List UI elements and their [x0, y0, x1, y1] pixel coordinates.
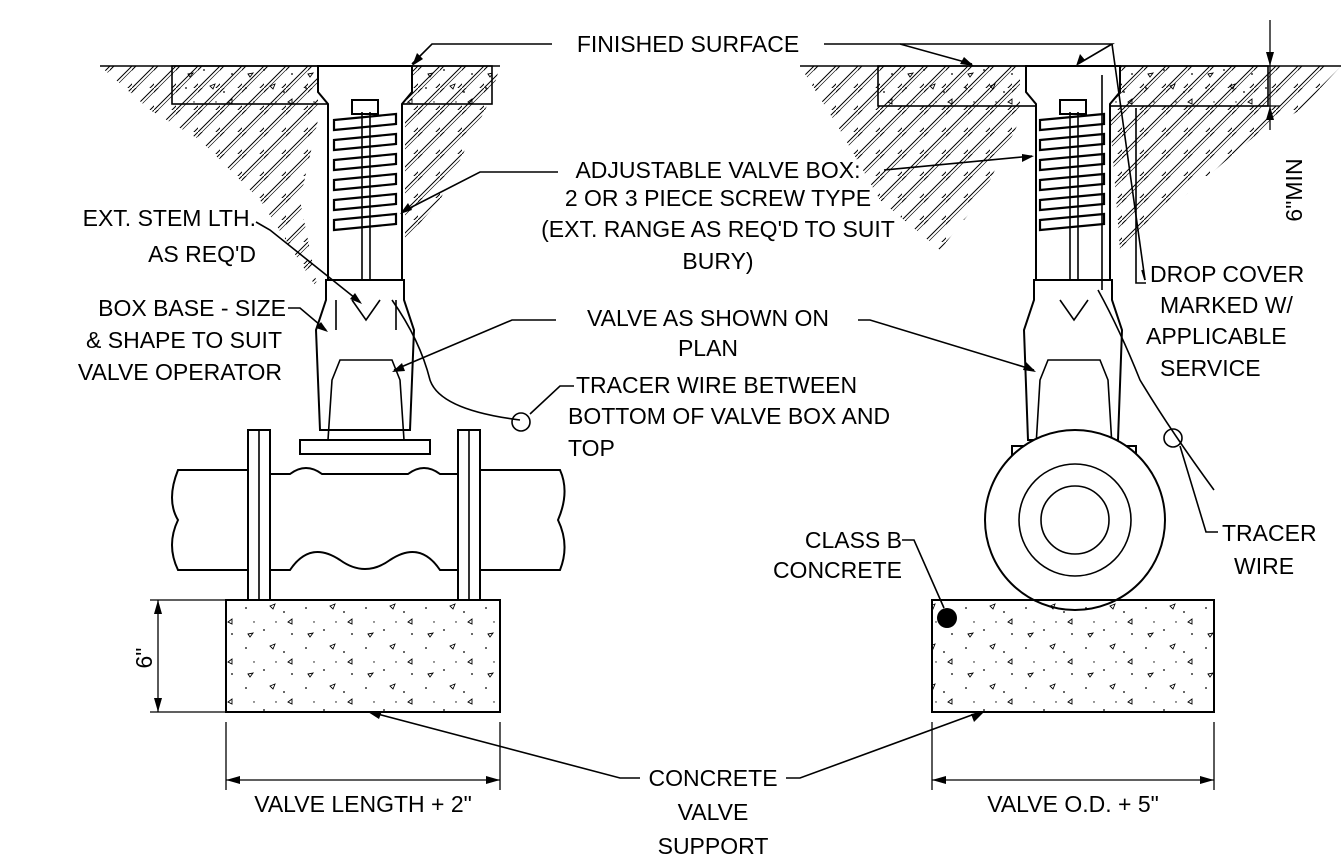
drop-cover-label-1: DROP COVER: [1150, 261, 1304, 287]
finished-surface-label: FINISHED SURFACE: [577, 31, 799, 57]
six-min-dimension-label: 6"MIN: [1281, 158, 1307, 221]
right-pipe-inner: [1040, 485, 1110, 555]
box-base-label-1: BOX BASE - SIZE: [98, 295, 286, 321]
right-tracer-wire: [1097, 289, 1215, 491]
box-base-label-3: VALVE OPERATOR: [78, 359, 282, 385]
valve-as-shown-label-1: VALVE AS SHOWN ON: [587, 305, 829, 331]
left-tracer-wire-callout: [511, 412, 531, 432]
left-soil-hatch: [100, 66, 318, 290]
drop-cover-label-2: MARKED W/: [1160, 292, 1294, 318]
left-valve-body: [229, 467, 501, 571]
left-valve-operator-flange: [299, 439, 431, 455]
right-screw-threads: [1038, 112, 1106, 232]
class-b-concrete-label-1: CLASS B: [805, 527, 902, 553]
labels: FINISHED SURFACE ADJUSTABLE VALVE BOX: 2…: [78, 31, 1317, 859]
tracer-between-label-3: TOP: [568, 435, 615, 461]
left-box-base: [314, 279, 416, 431]
box-base-label-2: & SHAPE TO SUIT: [86, 327, 282, 353]
left-screw-threads: [332, 112, 398, 232]
tracer-wire-label-1: TRACER: [1222, 520, 1317, 546]
right-soil-hatch-right: [1110, 66, 1341, 250]
valve-od-dimension-label: VALVE O.D. + 5": [987, 791, 1159, 817]
right-pipe-outer: [984, 429, 1166, 611]
right-concrete-support: [931, 599, 1215, 713]
class-b-concrete-label-2: CONCRETE: [773, 557, 902, 583]
valve-length-dimension-label: VALVE LENGTH + 2": [254, 791, 472, 817]
tracer-between-label-1: TRACER WIRE BETWEEN: [576, 372, 857, 398]
left-concrete-support: [225, 599, 501, 713]
ext-stem-label-1: EXT. STEM LTH.: [83, 205, 256, 231]
tracer-wire-label-2: WIRE: [1234, 553, 1294, 579]
adj-valve-box-label-1: ADJUSTABLE VALVE BOX:: [575, 157, 860, 183]
six-inch-dimension-label: 6": [131, 648, 157, 669]
left-tracer-wire: [391, 299, 521, 421]
left-pipe-right: [480, 469, 566, 571]
left-lid-bolt: [351, 99, 379, 115]
drop-cover-label-4: SERVICE: [1160, 355, 1261, 381]
drop-cover-label-3: APPLICABLE: [1146, 323, 1287, 349]
adj-valve-box-label-3: (EXT. RANGE AS REQ'D TO SUIT: [541, 216, 895, 242]
adj-valve-box-label-2: 2 OR 3 PIECE SCREW TYPE: [565, 185, 871, 211]
right-soil-hatch: [800, 66, 1020, 250]
ext-stem-label-2: AS REQ'D: [148, 241, 256, 267]
right-pipe-middle: [1018, 463, 1132, 577]
tracer-between-label-2: BOTTOM OF VALVE BOX AND: [568, 403, 890, 429]
class-b-concrete-dot: [937, 608, 957, 628]
valve-as-shown-label-2: PLAN: [678, 335, 738, 361]
adj-valve-box-label-4: BURY): [682, 248, 753, 274]
concrete-valve-support-label-1: CONCRETE: [648, 765, 777, 791]
right-detail: [800, 20, 1341, 790]
left-detail: [100, 65, 566, 790]
right-tracer-wire-callout: [1163, 428, 1183, 448]
left-pipe-left: [171, 469, 248, 571]
right-lid-bolt: [1059, 99, 1087, 115]
concrete-valve-support-label-3: SUPPORT: [658, 833, 769, 859]
left-soil-hatch-right: [405, 66, 500, 240]
leader-lines: [255, 43, 1218, 779]
concrete-valve-support-label-2: VALVE: [678, 799, 749, 825]
